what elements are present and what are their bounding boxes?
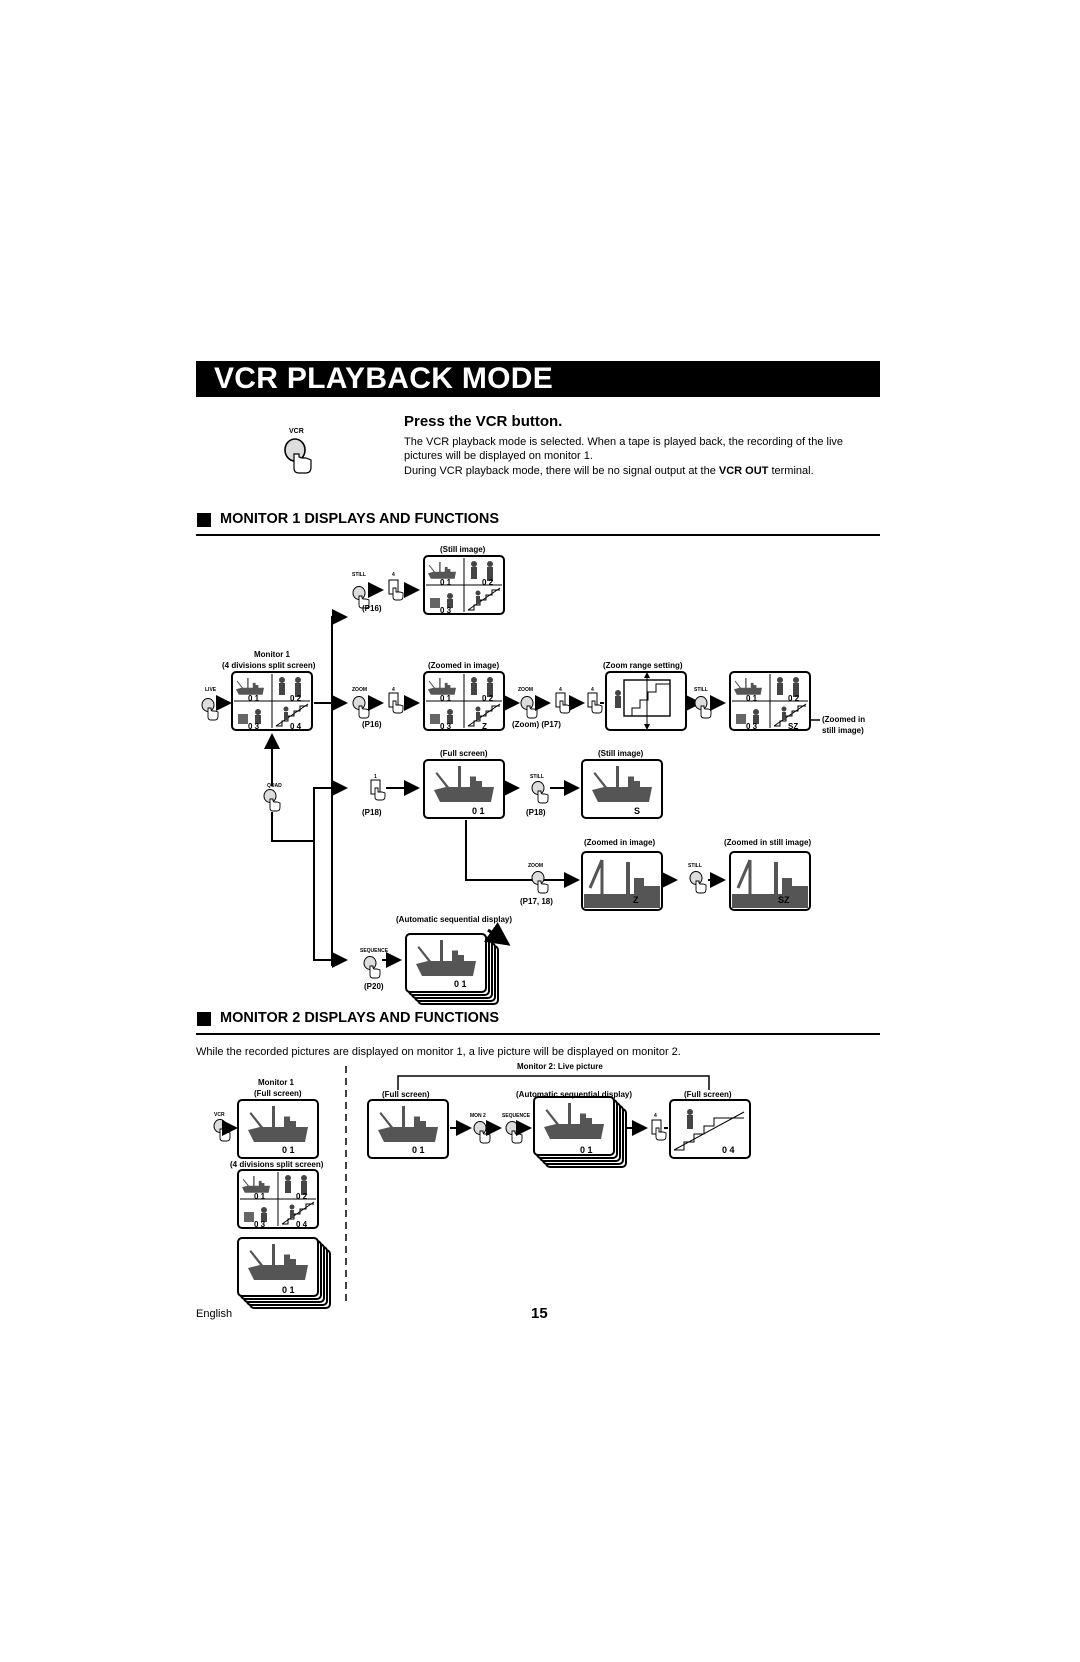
zoom-button-label: ZOOM: [518, 687, 533, 693]
auto-seq-label: (Automatic sequential display): [516, 1090, 633, 1099]
channel-label: 0 2: [788, 694, 800, 703]
intro-paragraph-2: During VCR playback mode, there will be …: [404, 465, 814, 477]
channel-label: 0 1: [282, 1285, 295, 1295]
channel-label: 0 1: [580, 1145, 593, 1155]
channel-label: 0 1: [440, 694, 452, 703]
channel-label: 0 4: [722, 1145, 735, 1155]
footer-language: English: [196, 1308, 233, 1320]
channel-label: 0 3: [440, 722, 452, 731]
channel-label: 0 2: [482, 578, 494, 587]
ref-p16: (P16): [362, 604, 382, 613]
still-button-label: STILL: [530, 774, 544, 780]
section2-intro: While the recorded pictures are displaye…: [196, 1046, 681, 1058]
channel-label: 0 3: [746, 722, 758, 731]
monitor1-label: Monitor 1: [254, 650, 290, 659]
channel-label: 0 4: [290, 722, 302, 731]
channel-label: SZ: [788, 722, 799, 731]
channel-label: 0 1: [472, 806, 485, 816]
split-label: (4 divisions split screen): [230, 1160, 324, 1169]
still-button-label: STILL: [688, 863, 702, 869]
press-vcr-heading: Press the VCR button.: [404, 413, 563, 430]
section-marker: [197, 1012, 211, 1026]
channel-label: Z: [482, 722, 487, 731]
channel-label: S: [634, 806, 641, 816]
zoom-button-label: ZOOM: [528, 863, 543, 869]
still-button-label: STILL: [352, 572, 366, 578]
still-image-label: (Still image): [440, 545, 486, 554]
channel-label: 0 1: [454, 979, 467, 989]
quad-button-label: QUAD: [267, 783, 282, 789]
channel-label: Z: [633, 895, 639, 905]
monitor1-label: Monitor 1: [258, 1078, 294, 1087]
key-1-label: 1: [374, 774, 377, 780]
channel-label: 0 3: [440, 606, 452, 615]
sequence-button-label: SEQUENCE: [360, 948, 389, 954]
key-4-label: 4: [654, 1113, 657, 1119]
channel-label: 0 1: [746, 694, 758, 703]
channel-label: 0 2: [290, 694, 302, 703]
key-4-label: 4: [392, 687, 395, 693]
vcr-button-icon: [284, 438, 312, 474]
full-screen-label-2: (Full screen): [684, 1090, 732, 1099]
key-4-label: 4: [559, 687, 562, 693]
live-button-label: LIVE: [205, 687, 217, 693]
channel-label: SZ: [778, 895, 790, 905]
monitor1-split-label: (4 divisions split screen): [222, 661, 316, 670]
zoomed-in-still-image-label: (Zoomed in still image): [724, 838, 812, 847]
channel-label: 0 2: [296, 1192, 308, 1201]
monitor1-full-label: (Full screen): [254, 1089, 302, 1098]
page-number: 15: [531, 1305, 548, 1322]
section-rule: [196, 534, 880, 536]
mon2-button-label: MON 2: [470, 1113, 486, 1119]
ref-p20: (P20): [364, 982, 384, 991]
section1-heading: MONITOR 1 DISPLAYS AND FUNCTIONS: [220, 511, 500, 527]
channel-label: 0 1: [254, 1192, 266, 1201]
ref-p16: (P16): [362, 720, 382, 729]
channel-label: 0 1: [440, 578, 452, 587]
zoomed-in-image-label-2: (Zoomed in image): [584, 838, 656, 847]
key-4-label: 4: [591, 687, 594, 693]
page-title: VCR PLAYBACK MODE: [196, 361, 880, 397]
monitor2-live-label: Monitor 2: Live picture: [517, 1062, 603, 1071]
sequence-button-label: SEQUENCE: [502, 1113, 531, 1119]
vcr-button-label: VCR: [289, 428, 304, 435]
channel-label: 0 3: [248, 722, 260, 731]
ref-p18: (P18): [362, 808, 382, 817]
section-marker: [197, 513, 211, 527]
channel-label: 0 2: [482, 694, 494, 703]
channel-label: 0 1: [412, 1145, 425, 1155]
key-4-label: 4: [392, 572, 395, 578]
channel-label: 0 3: [254, 1220, 266, 1229]
full-screen-label: (Full screen): [382, 1090, 430, 1099]
auto-seq-label: (Automatic sequential display): [396, 915, 513, 924]
section-rule: [196, 1033, 880, 1035]
zoom-button-label: ZOOM: [352, 687, 367, 693]
zoom-ref: (Zoom) (P17): [512, 720, 561, 729]
channel-label: 0 1: [282, 1145, 295, 1155]
section2-heading: MONITOR 2 DISPLAYS AND FUNCTIONS: [220, 1010, 500, 1026]
ref-p18: (P18): [526, 808, 546, 817]
ref-p17-18: (P17, 18): [520, 897, 553, 906]
zoom-range-label: (Zoom range setting): [603, 661, 683, 670]
channel-label: 0 4: [296, 1220, 308, 1229]
zoomed-in-still-label-b: still image): [822, 726, 864, 735]
still-button-label: STILL: [694, 687, 708, 693]
full-screen-label: (Full screen): [440, 749, 488, 758]
channel-label: 0 1: [248, 694, 260, 703]
zoomed-in-still-label-a: (Zoomed in: [822, 715, 866, 724]
still-image-label-2: (Still image): [598, 749, 644, 758]
vcr-button-label: VCR: [214, 1112, 225, 1118]
intro-paragraph-1: The VCR playback mode is selected. When …: [404, 436, 844, 462]
zoomed-in-image-label: (Zoomed in image): [428, 661, 500, 670]
